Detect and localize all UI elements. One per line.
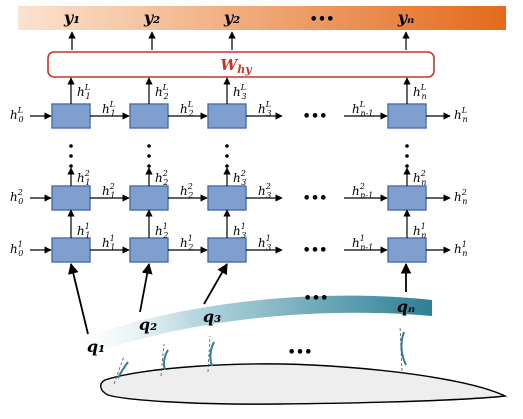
- vertical-dot: [405, 154, 409, 158]
- input-label-2: q₂: [139, 315, 157, 334]
- vertical-dot: [69, 164, 73, 168]
- input-band: [62, 295, 432, 362]
- input-arrow-1: [68, 262, 89, 335]
- vertical-dot: [225, 164, 229, 168]
- airfoil: [100, 363, 508, 405]
- rnn-cell: [387, 185, 427, 211]
- vertical-dot: [147, 154, 151, 158]
- output-banner: [18, 6, 506, 30]
- rnn-cell: [129, 185, 169, 211]
- output-label-1: y₁: [63, 8, 80, 27]
- output-label-3: y₂: [223, 8, 240, 27]
- rnn-arrows: [30, 77, 451, 254]
- probe-ellipsis: •••: [288, 345, 313, 360]
- input-label-3: q₃: [203, 307, 221, 326]
- rnn-cell: [129, 237, 169, 263]
- whhy-label: Why: [220, 56, 253, 76]
- vertical-dot: [405, 164, 409, 168]
- input-label-1: q₁: [87, 337, 105, 356]
- horizontal-ellipsis: •••: [303, 191, 328, 206]
- rnn-cell: [207, 237, 247, 263]
- probe-curve: [117, 361, 129, 379]
- vertical-dot: [225, 144, 229, 148]
- probe-line: [399, 325, 403, 372]
- output-label-2: y₂: [143, 8, 160, 27]
- whhy-box: [47, 51, 435, 78]
- rnn-cell: [387, 237, 427, 263]
- probe-curve: [400, 331, 407, 366]
- probe-curve: [163, 349, 169, 371]
- output-labels: y₁ y₂ y₂ ••• yₙ: [63, 8, 414, 50]
- input-labels: q₁ q₂ q₃ ••• qₙ: [68, 262, 416, 356]
- probe-line: [207, 335, 211, 373]
- input-label-4: •••: [304, 291, 329, 306]
- rnn-cell: [129, 103, 169, 129]
- input-arrow-3: [203, 263, 228, 305]
- vertical-dot: [405, 144, 409, 148]
- probe-line: [160, 343, 165, 377]
- probe-curve: [209, 341, 215, 367]
- input-label-5: qₙ: [397, 297, 416, 316]
- horizontal-ellipsis: •••: [303, 109, 328, 124]
- airfoil-probes: •••: [113, 325, 407, 385]
- vertical-dot: [69, 144, 73, 148]
- input-arrow-2: [139, 262, 153, 313]
- horizontal-ellipsis: •••: [303, 243, 328, 258]
- output-label-4: •••: [310, 12, 335, 27]
- vertical-dot: [147, 164, 151, 168]
- vertical-dot: [225, 154, 229, 158]
- rnn-cell: [51, 103, 91, 129]
- output-label-5: yₙ: [397, 8, 415, 27]
- vertical-dot: [69, 154, 73, 158]
- rnn-cell: [51, 185, 91, 211]
- vertical-dot: [147, 144, 151, 148]
- rnn-cell: [51, 237, 91, 263]
- rnn-cell: [207, 185, 247, 211]
- rnn-cell: [387, 103, 427, 129]
- rnn-cell: [207, 103, 247, 129]
